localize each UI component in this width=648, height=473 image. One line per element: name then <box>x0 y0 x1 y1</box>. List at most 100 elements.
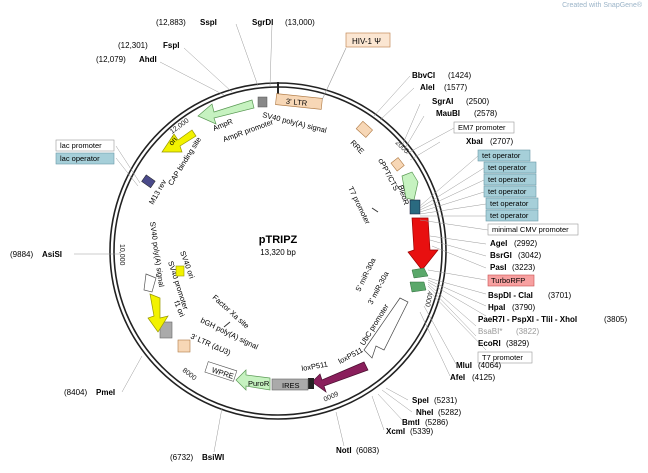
ires-box <box>271 378 309 391</box>
wpre-box <box>204 361 238 382</box>
box-tet-operator-2 <box>483 161 537 174</box>
site-enzyme-xcmi: XcmI <box>386 427 405 436</box>
wpre-label: WPRE <box>211 365 235 381</box>
box-t7-promoter <box>477 351 533 364</box>
site-enzyme-hpai: HpaI <box>488 303 505 312</box>
site-enzyme-afei: AfeI <box>450 373 465 382</box>
site-enzyme-bsrgi: BsrGI <box>490 251 512 260</box>
ltr3-top-box <box>275 93 323 110</box>
box-em7-promoter-label: EM7 promoter <box>458 123 506 132</box>
hiv-psi-leader <box>321 47 347 101</box>
box-tet-operator-5-label: tet operator <box>490 199 529 208</box>
ltr3-bottom-box <box>177 339 191 353</box>
puror-label: PuroR <box>248 379 270 388</box>
tet-operator-block <box>409 199 421 215</box>
loxp-label-2: loxP511 <box>301 359 329 372</box>
site-pos-afei: (4125) <box>472 373 495 382</box>
site-enzyme-noti: NotI <box>336 446 352 455</box>
cppt-box <box>390 157 405 172</box>
site-enzyme-bspdi-clai: BspDI - ClaI <box>488 291 533 300</box>
box-tet-operator-3 <box>483 173 537 186</box>
tick-4000: 4000 <box>423 291 433 308</box>
site-enzyme-ecori: EcoRI <box>478 339 501 348</box>
box-minimal-cmv-promoter <box>487 223 579 236</box>
site-pos-hpai: (3790) <box>512 303 535 312</box>
site-pos-ahdi: (12,079) <box>96 55 126 64</box>
site-pos-maubi: (2578) <box>474 109 497 118</box>
site-enzyme-asisi: AsiSI <box>42 250 62 259</box>
bgh-box <box>159 321 173 339</box>
box-t7-promoter-label: T7 promoter <box>482 353 523 362</box>
box-tet-operator-2-label: tet operator <box>488 163 527 172</box>
ampr-arrow <box>197 99 255 125</box>
site-pos-bmti: (5286) <box>425 418 448 427</box>
site-pos-mlui: (4064) <box>478 361 501 370</box>
site-enzyme-spei: SpeI <box>412 396 429 405</box>
box-minimal-cmv-label: minimal CMV promoter <box>492 225 569 234</box>
site-pos-asisi: (9884) <box>10 250 33 259</box>
box-lac-operator-label: lac operator <box>60 154 100 163</box>
site-enzyme-xbai: XbaI <box>466 137 483 146</box>
sv40-polya-top-box <box>257 96 268 108</box>
ori-top-arrow <box>161 129 197 153</box>
box-tet-operator-5 <box>485 197 539 210</box>
rre-box <box>355 120 373 138</box>
site-pos-sspi: (12,883) <box>156 18 186 27</box>
f1-ori-arrow <box>147 293 169 333</box>
site-pos-bsrgi: (3042) <box>518 251 541 260</box>
site-pos-nhei: (5282) <box>438 408 461 417</box>
map-size: 13,320 bp <box>260 248 296 257</box>
site-pos-paer7i-group: (3805) <box>604 315 627 324</box>
hiv-psi-box <box>345 32 391 48</box>
site-pos-bsiwi: (6732) <box>170 453 193 462</box>
site-pos-spei: (5231) <box>434 396 457 405</box>
ubc-arrow <box>363 297 409 359</box>
site-pos-pasi: (3223) <box>512 263 535 272</box>
site-enzyme-nhei: NheI <box>416 408 433 417</box>
map-title: pTRIPZ <box>259 234 298 246</box>
loxp-marker <box>308 378 314 389</box>
box-lac-operator <box>55 152 115 165</box>
site-enzyme-sspi: SspI <box>200 18 217 27</box>
site-pos-sgrai: (2500) <box>466 97 489 106</box>
site-enzyme-pasi: PasI <box>490 263 506 272</box>
site-pos-agei: (2992) <box>514 239 537 248</box>
site-enzyme-bsabi: BsaBI* <box>478 327 502 336</box>
site-pos-xcmi: (5339) <box>410 427 433 436</box>
ampr-label: AmpR <box>211 116 234 132</box>
factor-xa-mark <box>223 321 231 328</box>
ires-label: IRES <box>282 381 300 390</box>
site-enzyme-pmei: PmeI <box>96 388 115 397</box>
lac-feature-box <box>141 174 156 189</box>
rre-label: RRE <box>349 138 366 156</box>
bleor-arrow <box>401 171 419 201</box>
tick-2000: 2000 <box>394 139 410 155</box>
t7-inner-mark <box>371 207 379 213</box>
site-leader-lines <box>74 23 489 453</box>
tick-8000: 8000 <box>181 367 198 382</box>
site-enzyme-bbvci: BbvCI <box>412 71 435 80</box>
site-pos-ecori: (3829) <box>506 339 529 348</box>
site-pos-pmei: (8404) <box>64 388 87 397</box>
box-tet-operator-1-label: tet operator <box>482 151 521 160</box>
turborfp-arrow <box>407 217 439 271</box>
loxp-label-1: loxP511 <box>337 345 365 365</box>
site-enzyme-mlui: MluI <box>456 361 472 370</box>
site-pos-noti: (6083) <box>356 446 379 455</box>
site-pos-xbai: (2707) <box>490 137 513 146</box>
puror-arrow <box>235 369 271 391</box>
rtta3-arrow <box>311 361 369 393</box>
site-enzyme-maubi: MauBI <box>436 109 460 118</box>
box-lac-promoter <box>55 139 115 152</box>
site-enzyme-bmti: BmtI <box>402 418 420 427</box>
site-pos-sgrdi: (13,000) <box>285 18 315 27</box>
box-lac-promoter-label: lac promoter <box>60 141 102 150</box>
hiv-psi-label: HIV-1 Ψ <box>352 37 381 46</box>
site-pos-fspi: (12,301) <box>118 41 148 50</box>
site-enzyme-alei: AleI <box>420 83 435 92</box>
box-tet-operator-3-label: tet operator <box>488 175 527 184</box>
site-pos-alei: (1577) <box>444 83 467 92</box>
box-tet-operator-4 <box>483 185 537 198</box>
t7-inner-label: T7 promoter <box>346 185 372 226</box>
